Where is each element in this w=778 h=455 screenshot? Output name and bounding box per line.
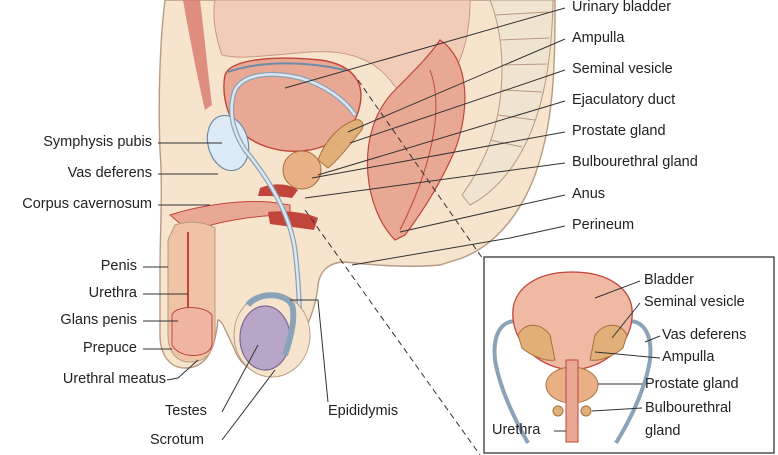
label-epididymis: Epididymis (328, 403, 399, 419)
label-vas-deferens: Vas deferens (67, 165, 152, 181)
leader-lines-right (284, 7, 566, 266)
epididymis (245, 292, 297, 356)
inset-seminal-vesicle-right (589, 324, 628, 361)
symphysis-pubis (206, 114, 250, 172)
abdominal-muscle (183, 0, 212, 110)
sacrum (461, 0, 554, 206)
inset-label-bulbourethral-1: Bulbourethral (645, 400, 732, 416)
inset-label-ampulla: Ampulla (662, 349, 715, 365)
inset-connector (304, 209, 481, 455)
inset-seminal-vesicle-left (517, 324, 556, 361)
label-ampulla: Ampulla (572, 30, 625, 46)
inset-label-urethra: Urethra (492, 422, 541, 438)
leader-lines-left (143, 142, 222, 381)
label-glans-penis: Glans penis (60, 312, 137, 328)
label-urethral-meatus: Urethral meatus (62, 371, 166, 387)
label-prepuce: Prepuce (82, 340, 137, 356)
testis (239, 305, 291, 371)
vertebrae (489, 11, 550, 148)
label-scrotum: Scrotum (150, 432, 204, 448)
inset-label-vas-deferens: Vas deferens (662, 327, 747, 343)
prostate (282, 150, 322, 190)
inset-label-prostate-gland: Prostate gland (645, 376, 739, 392)
label-testes: Testes (165, 403, 207, 419)
inset-urethra (565, 359, 579, 443)
label-anus: Anus (572, 186, 606, 202)
label-urinary-bladder: Urinary bladder (572, 0, 672, 15)
inset-label-bulbourethral-2: gland (645, 423, 681, 439)
leader-lines-bottom (221, 299, 329, 441)
pelvic-muscle (268, 211, 318, 230)
label-seminal-vesicle: Seminal vesicle (572, 61, 673, 77)
inset-bulbourethral-right (580, 405, 592, 417)
label-bulbourethral-gland: Bulbourethral gland (572, 154, 698, 170)
label-penis: Penis (100, 258, 137, 274)
label-urethra: Urethra (88, 285, 137, 301)
inset-label-bladder: Bladder (644, 272, 694, 288)
label-symphysis-pubis: Symphysis pubis (43, 134, 152, 150)
label-corpus-cavernosum: Corpus cavernosum (22, 196, 152, 212)
glans (171, 307, 213, 356)
inset-label-seminal-vesicle: Seminal vesicle (644, 294, 745, 310)
label-prostate-gland: Prostate gland (572, 123, 666, 139)
label-ejaculatory-duct: Ejaculatory duct (572, 92, 676, 108)
bulbospongiosus (258, 184, 298, 198)
inset-bulbourethral-left (552, 405, 564, 417)
rectum-inner (399, 69, 437, 231)
inset-leader-lines (554, 280, 661, 432)
rectum (366, 39, 466, 241)
label-perineum: Perineum (572, 217, 635, 233)
seminal-vesicle (317, 119, 364, 169)
